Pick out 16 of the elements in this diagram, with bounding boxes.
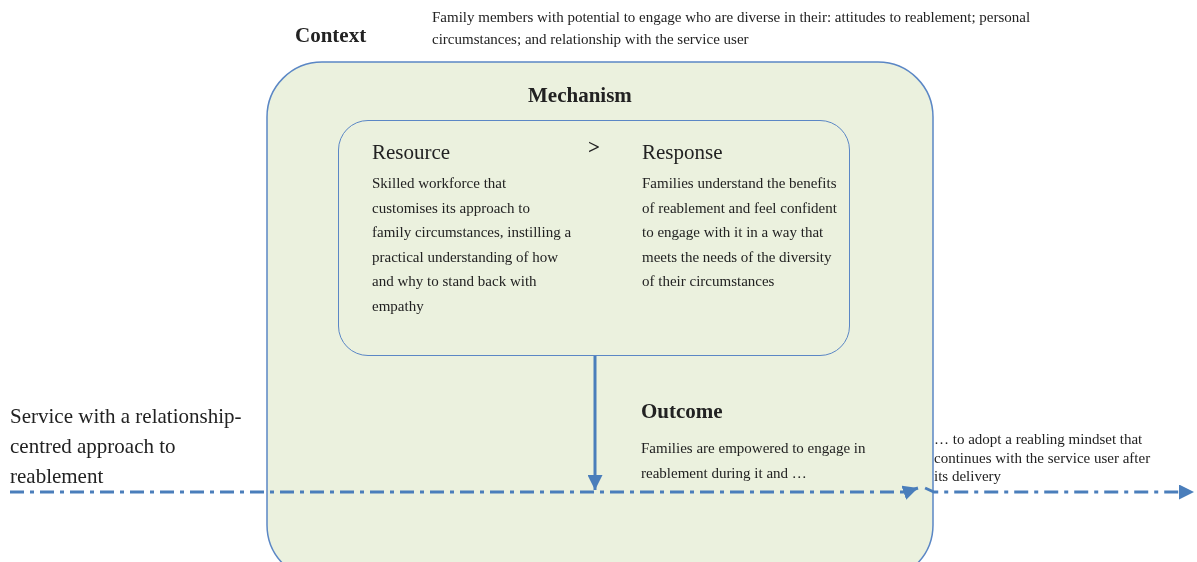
context-heading: Context [295, 22, 368, 48]
mechanism-heading: Mechanism [528, 82, 633, 108]
arrow-symbol: > [588, 134, 600, 160]
continuation-text: … to adopt a reabling mindset that continues with the service user after its delivery [934, 430, 1152, 486]
resource-heading: Resource [372, 139, 452, 165]
outcome-heading: Outcome [641, 398, 724, 424]
arrow [587, 356, 603, 490]
context-note: Family members with potential to engage who are diverse in their: attitudes to reablement; personal circumstances; and relationship with the service user [432, 8, 1032, 49]
resource-text: Skilled workforce that customises its approach to family circumstances, instilling a practical understanding of how and why to stand back with empathy [372, 174, 572, 316]
arrow [10, 485, 919, 500]
arrow [924, 484, 1194, 500]
mechanism-box [338, 120, 850, 356]
outcome-text: Families are empowered to engage in reablement during it and … [641, 439, 867, 483]
response-text: Families understand the benefits of reablement and feel confident to engage with it in a way that meets the needs of the diversity of their circumstances [642, 174, 838, 291]
response-heading: Response [642, 139, 724, 165]
input-text: Service with a relationship-centred approach to reablement [10, 403, 243, 490]
